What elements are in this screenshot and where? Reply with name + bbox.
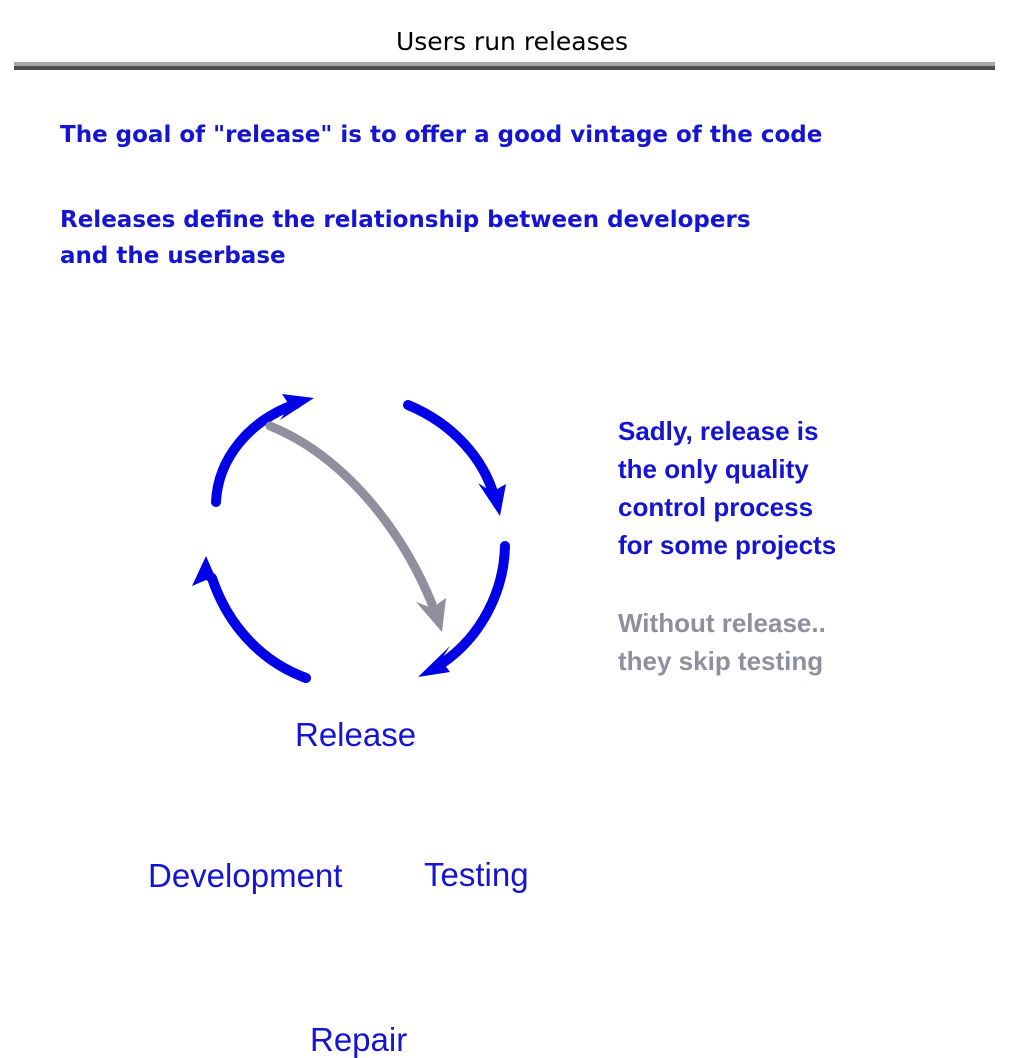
note-quality-control: Sadly, release is the only quality contr… <box>618 416 837 560</box>
divider-band-light <box>14 62 995 66</box>
node-label-release: Release <box>295 716 417 753</box>
arrow-repair-to-development <box>192 556 311 683</box>
arrow-testing-to-repair <box>418 541 510 677</box>
node-label-repair: Repair <box>310 1021 408 1058</box>
title-divider <box>14 62 995 70</box>
arrow-shortcut-skip-testing <box>265 421 446 632</box>
note-skip-testing: Without release.. they skip testing <box>618 608 826 676</box>
body-paragraph-relationship: Releases define the relationship between… <box>60 207 751 269</box>
cycle-arrows-svg <box>192 394 510 683</box>
page-title: Users run releases <box>395 27 629 56</box>
node-label-development: Development <box>148 857 343 894</box>
slide-canvas: Users run releases The goal of "release"… <box>14 27 995 1056</box>
node-label-testing: Testing <box>424 856 529 893</box>
divider-band-dark <box>14 66 995 70</box>
arrow-development-to-release <box>211 394 314 507</box>
body-paragraph-goal: The goal of "release" is to offer a good… <box>60 122 823 148</box>
release-cycle-diagram: Release Testing Repair Development <box>130 350 570 1056</box>
arrow-release-to-testing <box>403 400 506 516</box>
